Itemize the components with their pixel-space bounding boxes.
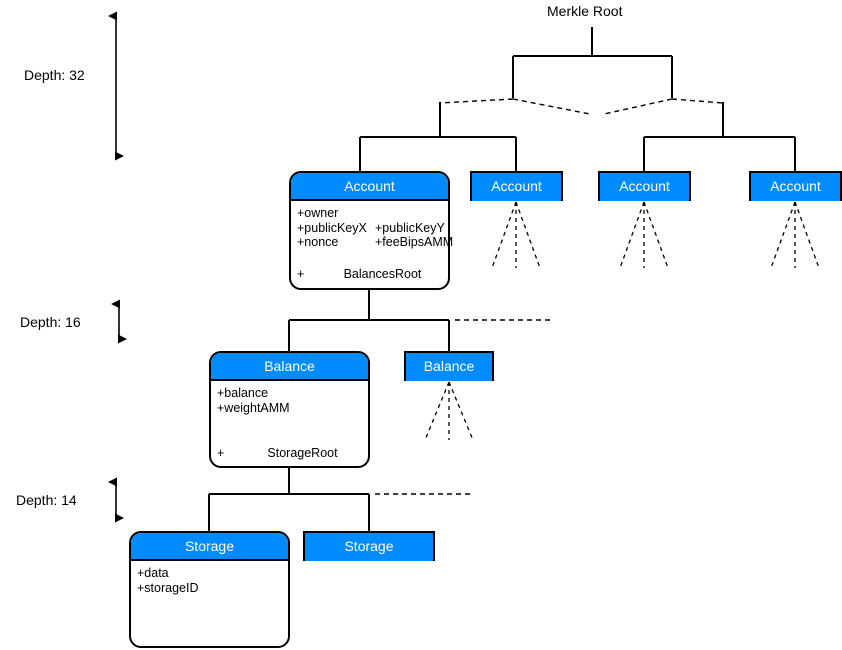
account-balances-root-row: + BalancesRoot	[291, 267, 448, 281]
node-storage-leaf-1[interactable]: Storage	[303, 531, 435, 561]
depth-label-14: Depth: 14	[16, 492, 77, 508]
depth-label-16: Depth: 16	[20, 314, 81, 330]
balance-attribute-grid: +balance +weightAMM	[211, 386, 368, 415]
account-balances-root-name: BalancesRoot	[343, 266, 422, 281]
node-account-leaf-2[interactable]: Account	[598, 171, 691, 201]
account-balances-root-marker: +	[297, 266, 305, 281]
node-balance-main-body: +balance +weightAMM + StorageRoot	[211, 381, 368, 468]
node-account-main-title: Account	[291, 173, 448, 201]
account-attr-feebipsamm: +feeBipsAMM	[375, 235, 454, 249]
edge-fan-account-leaf-3-c	[794, 201, 820, 269]
node-balance-leaf-1[interactable]: Balance	[404, 351, 494, 381]
edge-dashed-right-outer	[671, 98, 724, 104]
edge-fan-account-leaf-2-a	[619, 201, 645, 269]
node-account-leaf-2-title: Account	[600, 173, 689, 201]
balance-attr-blank-1	[295, 386, 368, 401]
balance-attr-blank-2	[295, 401, 368, 416]
node-storage-leaf-1-title: Storage	[305, 533, 433, 561]
storage-attr-data: +data	[137, 566, 169, 580]
account-attr-owner: +owner	[297, 206, 339, 220]
node-storage-main-title: Storage	[131, 533, 288, 561]
edge-fan-account-leaf-3-a	[770, 201, 796, 269]
node-storage-main[interactable]: Storage +data +storageID	[129, 531, 290, 648]
account-attr-publickeyx: +publicKeyX	[297, 220, 367, 235]
balance-storage-root-name: StorageRoot	[267, 446, 338, 460]
storage-attr-storageid: +storageID	[137, 580, 199, 595]
account-attr-publickeyy: +publicKeyY	[375, 220, 445, 235]
account-attr-blank-1	[375, 206, 453, 221]
edge-dashed-left-outer	[439, 98, 514, 104]
edge-dashed-left-inner	[512, 98, 591, 115]
edge-fan-account-leaf-2-c	[643, 201, 669, 269]
node-account-main[interactable]: Account +owner +publicKeyX +publicKeyY +…	[289, 171, 453, 290]
storage-attribute-grid: +data +storageID	[131, 566, 288, 595]
balance-attr-weightamm: +weightAMM	[217, 400, 290, 415]
edge-fan-account-leaf-1-a	[491, 201, 517, 269]
edge-fan-account-leaf-1-c	[515, 201, 541, 269]
balance-storage-root-marker: +	[217, 446, 225, 460]
node-account-leaf-3[interactable]: Account	[749, 171, 842, 201]
node-storage-main-body: +data +storageID	[131, 561, 288, 648]
storage-attr-blank-1	[215, 566, 288, 581]
edge-dashed-right-inner	[603, 98, 673, 115]
account-attribute-grid: +owner +publicKeyX +publicKeyY +nonce +f…	[291, 206, 453, 250]
storage-attr-blank-2	[215, 581, 288, 596]
node-balance-main[interactable]: Balance +balance +weightAMM + StorageRoo…	[209, 351, 370, 468]
node-balance-leaf-1-title: Balance	[406, 353, 492, 381]
node-account-main-body: +owner +publicKeyX +publicKeyY +nonce +f…	[291, 201, 453, 290]
merkle-root-label: Merkle Root	[547, 3, 623, 19]
account-attr-nonce: +nonce	[297, 235, 339, 249]
depth-label-32: Depth: 32	[24, 67, 85, 83]
edge-fan-balance-leaf-1-c	[448, 381, 474, 441]
node-account-leaf-1[interactable]: Account	[470, 171, 563, 201]
node-account-leaf-3-title: Account	[751, 173, 840, 201]
balance-attr-balance: +balance	[217, 386, 269, 400]
balance-storage-root-row: + StorageRoot	[211, 446, 368, 460]
node-balance-main-title: Balance	[211, 353, 368, 381]
edge-fan-balance-leaf-1-a	[424, 381, 450, 441]
node-account-leaf-1-title: Account	[472, 173, 561, 201]
